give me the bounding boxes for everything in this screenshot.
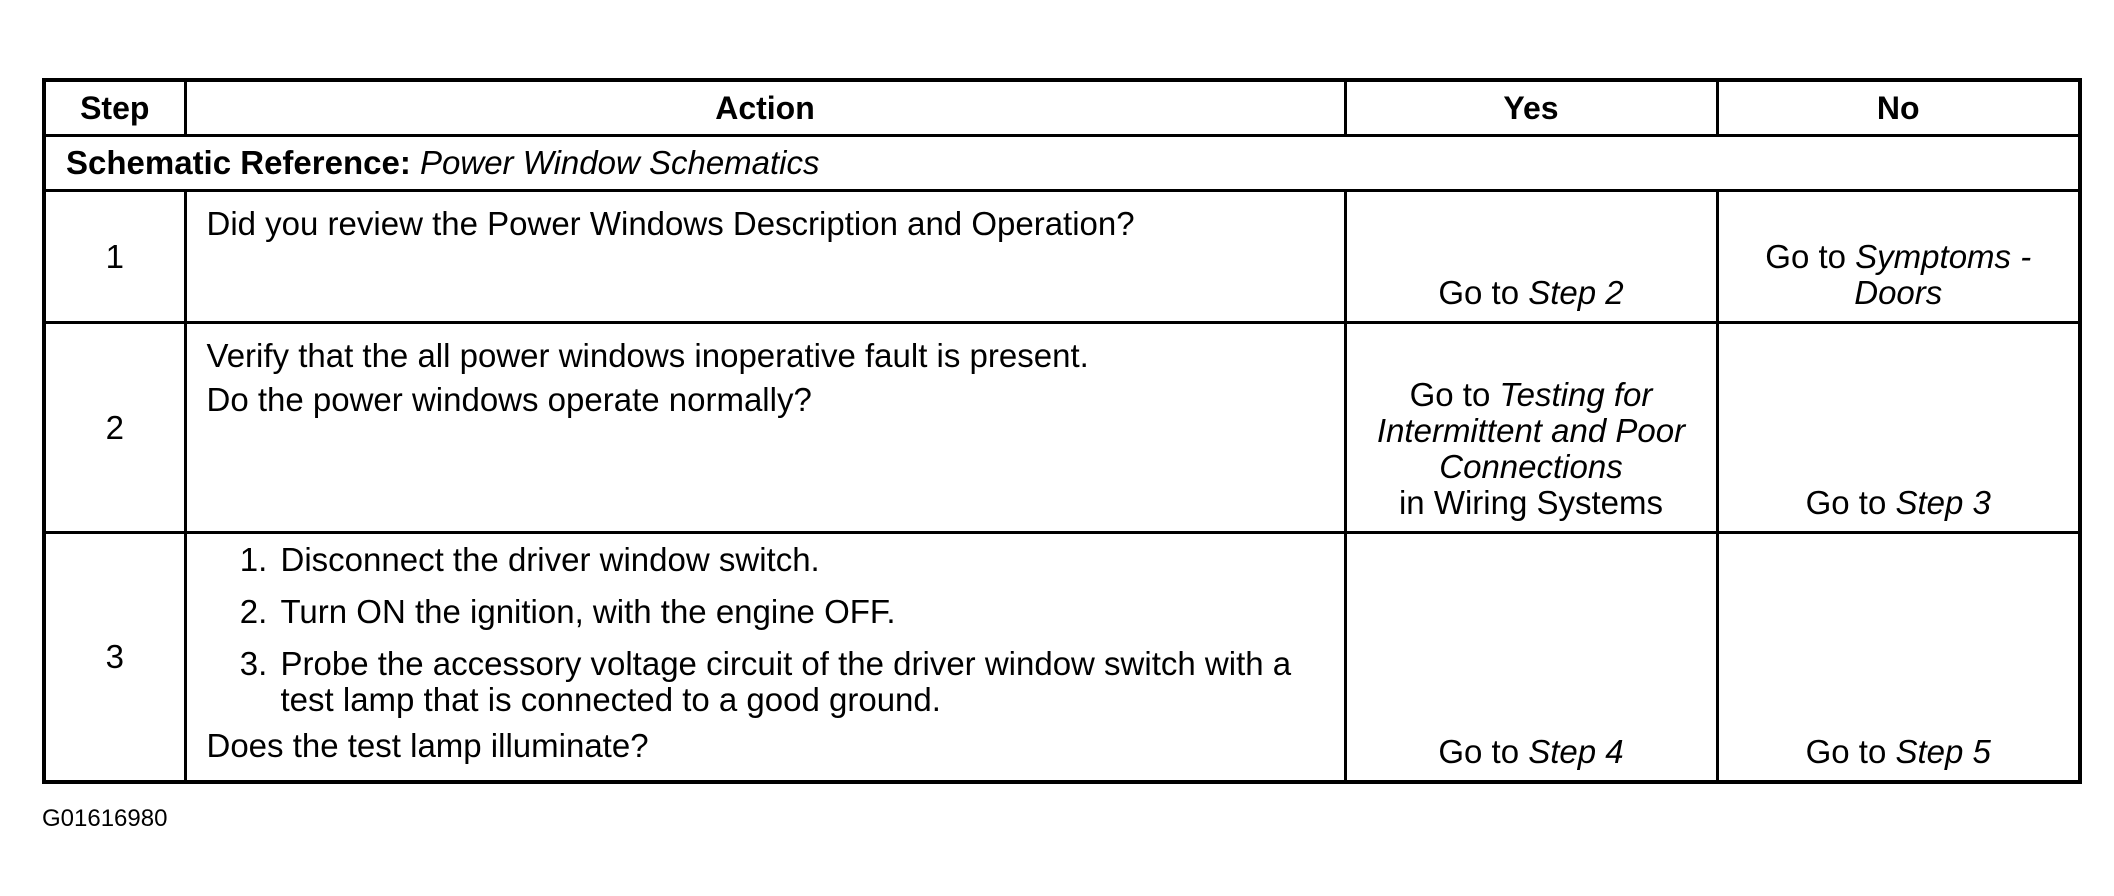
header-no: No (1715, 78, 2082, 137)
yes-link[interactable]: Step 2 (1528, 274, 1624, 311)
action-question: Does the test lamp illuminate? (206, 727, 649, 764)
action-steps-list: Disconnect the driver window switch. Tur… (207, 542, 1324, 718)
yes-link[interactable]: Testing for Intermittent and Poor Connec… (1376, 376, 1686, 485)
diagnostic-table: Step Action Yes No Schematic Reference: … (42, 78, 2082, 784)
no-cell: Go to Step 5 (1715, 531, 2082, 784)
header-action: Action (183, 78, 1347, 137)
table-row: 2 Verify that the all power windows inop… (42, 321, 2082, 534)
no-prefix: Go to (1805, 484, 1896, 521)
yes-link[interactable]: Step 4 (1528, 733, 1624, 770)
figure-id: G01616980 (42, 805, 168, 832)
header-yes: Yes (1343, 78, 1719, 137)
action-cell: Disconnect the driver window switch. Tur… (183, 531, 1347, 784)
table-row: 3 Disconnect the driver window switch. T… (42, 531, 2082, 784)
list-item: Turn ON the ignition, with the engine OF… (277, 594, 1324, 630)
action-question: Do the power windows operate normally? (206, 381, 812, 418)
header-step: Step (42, 78, 187, 137)
table-row: 1 Did you review the Power Windows Descr… (42, 189, 2082, 324)
list-item: Disconnect the driver window switch. (277, 542, 1324, 578)
step-number: 3 (42, 531, 187, 784)
no-link[interactable]: Step 5 (1895, 733, 1991, 770)
yes-prefix: Go to (1438, 274, 1529, 311)
reference-label: Schematic Reference: (66, 144, 411, 181)
yes-prefix: Go to (1409, 376, 1500, 413)
yes-cell: Go to Step 2 (1343, 189, 1719, 324)
no-link[interactable]: Step 3 (1895, 484, 1991, 521)
action-text: Verify that the all power windows inoper… (206, 337, 1089, 374)
no-prefix: Go to (1805, 733, 1896, 770)
no-prefix: Go to (1765, 238, 1856, 275)
yes-cell: Go to Step 4 (1343, 531, 1719, 784)
no-cell: Go to Symptoms - Doors (1715, 189, 2082, 324)
no-link[interactable]: Symptoms - Doors (1854, 238, 2032, 311)
action-text: Did you review the Power Windows Descrip… (206, 205, 1135, 242)
yes-suffix: in Wiring Systems (1398, 484, 1664, 521)
step-number: 1 (42, 189, 187, 324)
action-cell: Verify that the all power windows inoper… (183, 321, 1347, 534)
reference-value: Power Window Schematics (420, 144, 820, 181)
action-cell: Did you review the Power Windows Descrip… (183, 189, 1347, 324)
yes-cell: Go to Testing for Intermittent and Poor … (1343, 321, 1719, 534)
schematic-reference: Schematic Reference: Power Window Schema… (42, 134, 2082, 192)
reference-row: Schematic Reference: Power Window Schema… (42, 134, 2082, 192)
step-number: 2 (42, 321, 187, 534)
no-cell: Go to Step 3 (1715, 321, 2082, 534)
list-item: Probe the accessory voltage circuit of t… (277, 646, 1324, 718)
yes-prefix: Go to (1438, 733, 1529, 770)
header-row: Step Action Yes No (42, 78, 2082, 137)
